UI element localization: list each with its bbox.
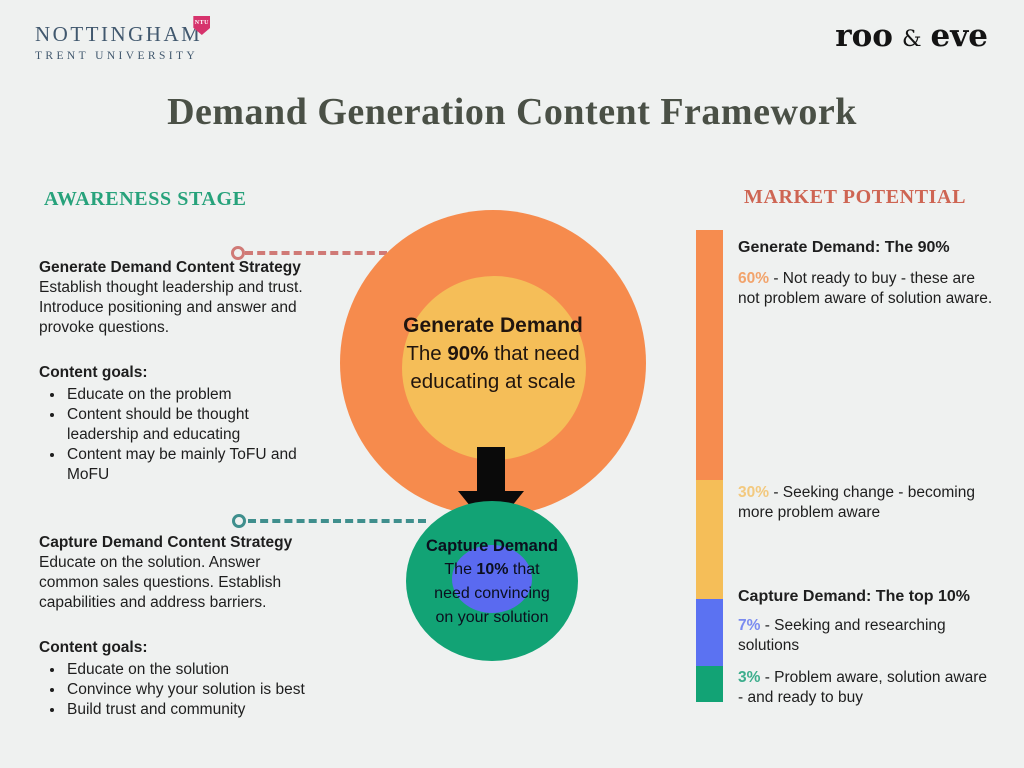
bar-segment-3 [696,666,723,702]
capture-circle-line3: on your solution [435,609,549,626]
generate-circle-line1: The 90% that need [406,342,580,365]
goal-item: Content should be thought leadership and… [65,405,324,445]
roo-and-eve-logo: roo & eve [835,18,988,54]
generate-circle-title: Generate Demand [403,314,583,337]
generate-goals-label: Content goals: [39,364,148,381]
brand-word2: eve [930,18,988,54]
market-segment-3-text: 3% - Problem aware, solution aware - and… [738,669,987,706]
generate-demand-strategy-block: Generate Demand Content Strategy Establi… [39,258,324,485]
market-segment-30-text: 30% - Seeking change - becoming more pro… [738,484,975,521]
segment-7-pct: 7% [738,617,761,634]
segment-30-pct: 30% [738,484,770,501]
bar-segment-30 [696,480,723,599]
ntu-shield-label: NTU [194,20,209,26]
generate-demand-inner-circle [402,276,586,460]
goal-item: Educate on the solution [65,660,324,680]
down-arrow-icon [477,447,505,493]
market-segment-60-text: 60% - Not ready to buy - these are not p… [738,270,993,307]
capture-demand-strategy-block: Capture Demand Content Strategy Educate … [39,533,324,720]
goal-item: Content may be mainly ToFU and MoFU [65,445,324,485]
capture-demand-inner-circle [452,545,532,613]
market-potential-heading: MARKET POTENTIAL [743,186,967,208]
goal-item: Educate on the problem [65,385,324,405]
generate-connector-ring-icon [231,246,245,260]
capture-circle-line2: need convincing [434,585,550,602]
generate-goals-list: Educate on the problem Content should be… [39,385,324,485]
market-segment-7-text: 7% - Seeking and researching solutions [738,617,946,654]
capture-strategy-body: Educate on the solution. Answer common s… [39,554,282,611]
market-capture-title: Capture Demand: The top 10% [738,588,971,605]
generate-strategy-title: Generate Demand Content Strategy [39,259,301,276]
ntu-logo-line2: TRENT UNIVERSITY [35,50,199,62]
capture-circle-line1: The 10% that [444,561,540,578]
ntu-logo: NOTTINGHAM TRENT UNIVERSITY NTU [35,16,211,62]
ntu-shield-icon: NTU [193,16,211,35]
brand-ampersand: & [901,27,922,52]
segment-3-pct: 3% [738,669,761,686]
capture-goals-label: Content goals: [39,639,148,656]
capture-strategy-title: Capture Demand Content Strategy [39,534,293,551]
segment-60-pct: 60% [738,270,770,287]
capture-circle-text: Capture Demand The 10% that need convinc… [404,534,580,630]
generate-circle-text: Generate Demand The 90% that need educat… [368,312,618,396]
capture-circle-title: Capture Demand [425,537,559,555]
goal-item: Convince why your solution is best [65,680,324,700]
brand-word1: roo [835,18,893,54]
bar-segment-60 [696,230,723,480]
awareness-stage-heading: AWARENESS STAGE [44,188,247,210]
capture-connector-line [248,519,426,523]
goal-item: Build trust and community [65,700,324,720]
market-generate-title: Generate Demand: The 90% [738,239,950,256]
generate-connector-line [245,251,387,255]
page-title: Demand Generation Content Framework [167,91,857,133]
market-potential-bar [696,230,723,702]
generate-strategy-body: Establish thought leadership and trust. … [39,279,303,336]
bar-segment-7 [696,599,723,666]
capture-goals-list: Educate on the solution Convince why you… [39,660,324,720]
ntu-logo-line1: NOTTINGHAM [35,22,203,46]
generate-circle-line2: educating at scale [410,370,576,393]
capture-connector-ring-icon [232,514,246,528]
